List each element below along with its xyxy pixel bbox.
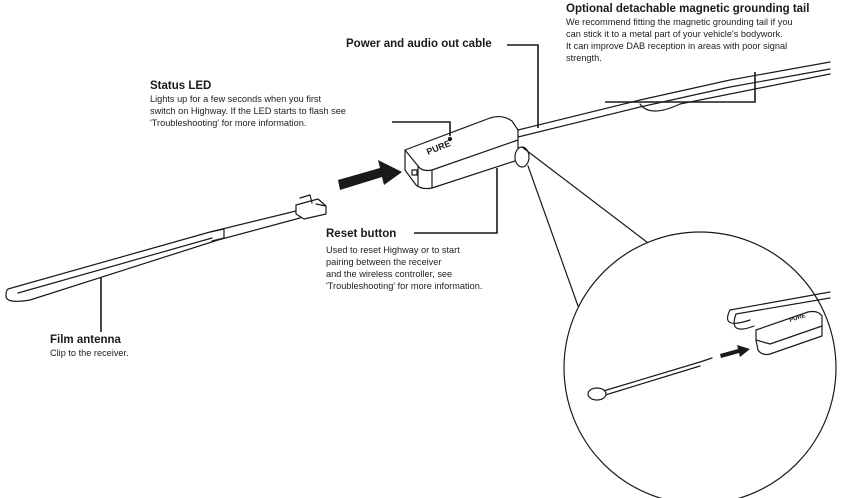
film-antenna-drawing bbox=[5, 194, 327, 302]
grounding-tail-line bbox=[639, 73, 831, 112]
receiver-drawing bbox=[404, 115, 519, 190]
magnified-view bbox=[563, 231, 837, 498]
reset-button-title: Reset button bbox=[326, 228, 397, 240]
callout-status-led: Status LED Lights up for a few seconds w… bbox=[150, 79, 395, 129]
insert-arrow-large bbox=[338, 160, 402, 190]
grounding-tail-title: Optional detachable magnetic grounding t… bbox=[566, 3, 810, 15]
leader-power-cable bbox=[507, 44, 539, 128]
callout-film-antenna: Film antenna Clip to the receiver. bbox=[50, 333, 200, 359]
leader-grounding-tail bbox=[605, 72, 756, 103]
status-led-title: Status LED bbox=[150, 80, 212, 92]
leader-status-led bbox=[392, 121, 451, 136]
film-antenna-description: Clip to the receiver. bbox=[50, 348, 129, 358]
power-cable-title: Power and audio out cable bbox=[346, 38, 492, 50]
reset-button-description: Used to reset Highway or to start pairin… bbox=[326, 245, 483, 291]
callout-grounding-tail: Optional detachable magnetic grounding t… bbox=[566, 2, 841, 64]
grounding-tail-description: We recommend fitting the magnetic ground… bbox=[566, 17, 793, 63]
insert-arrow-small bbox=[720, 345, 750, 358]
callout-reset-button: Reset button Used to reset Highway or to… bbox=[326, 227, 536, 292]
leader-reset-button bbox=[414, 168, 498, 234]
status-led-description: Lights up for a few seconds when you fir… bbox=[150, 94, 346, 128]
callout-power-cable: Power and audio out cable bbox=[346, 37, 492, 51]
power-cable-line bbox=[517, 61, 831, 131]
film-antenna-title: Film antenna bbox=[50, 334, 121, 346]
pure-logo-small: PURE bbox=[789, 313, 807, 324]
